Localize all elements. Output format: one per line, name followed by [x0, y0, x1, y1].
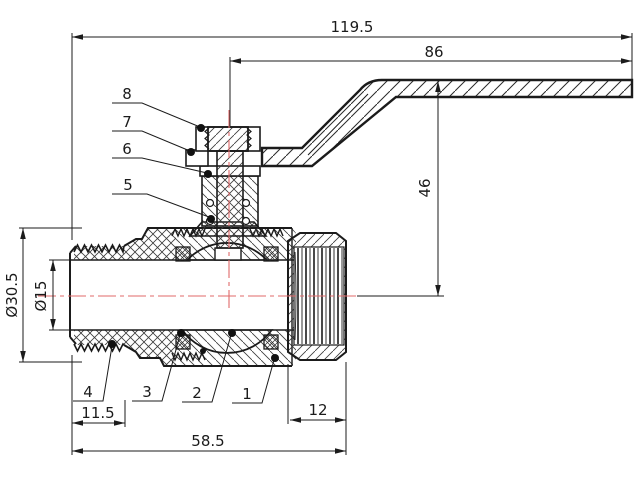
seat-top-left [175, 246, 191, 262]
stem-column [216, 150, 244, 249]
seat-bottom-right [263, 334, 279, 350]
valve-stem-assembly [185, 126, 268, 249]
dim-outer-diameter: Ø30.5 [3, 272, 21, 317]
callout-5: 5 [123, 176, 133, 194]
callout-7: 7 [122, 113, 132, 131]
stud-thread-right [246, 127, 252, 150]
male-thread-bottom [73, 342, 125, 353]
callout-3: 3 [142, 383, 152, 401]
stud-thread-left [204, 127, 210, 150]
dim-nut-width: 12 [308, 401, 327, 419]
valve-handle [260, 78, 634, 168]
dimension-labels: 119.5 86 46 Ø30.5 Ø15 11.5 12 58.5 [3, 18, 444, 450]
callout-dots [108, 124, 279, 362]
callout-4: 4 [83, 383, 93, 401]
callout-1: 1 [242, 385, 252, 403]
dim-bore-diameter: Ø15 [32, 281, 50, 312]
dim-body-length: 58.5 [191, 432, 224, 450]
dim-male-thread-length: 11.5 [81, 404, 114, 422]
seat-top-right [263, 246, 279, 262]
dimension-lines [19, 33, 633, 455]
callout-8: 8 [122, 85, 132, 103]
dim-total-length: 119.5 [331, 18, 374, 36]
callout-2: 2 [192, 384, 202, 402]
insert-top-wall [74, 228, 176, 260]
male-thread-top [73, 243, 125, 255]
dim-handle-height: 46 [416, 178, 434, 197]
dim-handle-span: 86 [424, 43, 443, 61]
valve-ball [172, 242, 282, 354]
handle-outline [260, 78, 634, 168]
stem-stud [207, 126, 249, 152]
handle-inner-line [307, 93, 369, 156]
callout-labels: 8 7 6 5 4 3 2 1 [83, 85, 252, 403]
callout-6: 6 [122, 140, 132, 158]
callout-leaders [73, 102, 275, 404]
centerlines [38, 110, 358, 312]
dimension-arrows [20, 34, 632, 454]
ball-stem-slot [214, 247, 242, 261]
